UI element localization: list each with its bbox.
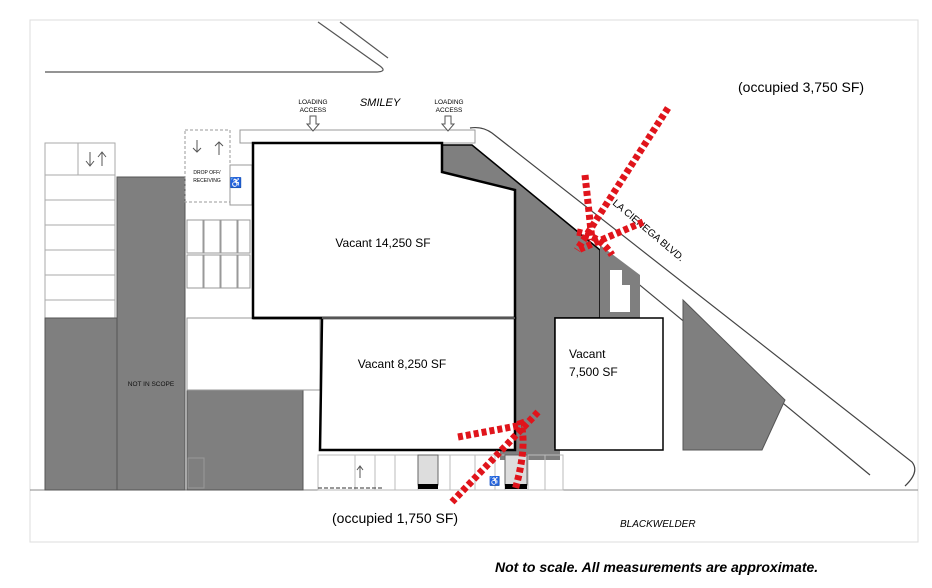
stall-bumper-1: [418, 484, 438, 489]
loading-right-2: ACCESS: [436, 107, 463, 114]
marker-top-2: [581, 174, 596, 241]
marker-top-3: [576, 218, 645, 254]
occupied-triangle: [682, 298, 786, 451]
loading-strip: [239, 129, 476, 144]
accessible-stall-icon: ♿: [489, 475, 500, 486]
marker-bottom-2: [457, 421, 523, 441]
not-in-scope-label: NOT IN SCOPE: [128, 381, 175, 388]
vacant-8250-label: Vacant 8,250 SF: [358, 357, 447, 371]
loading-arrow-icons: [305, 115, 456, 132]
top-road: [45, 21, 389, 73]
drop-off-label-2: RECEIVING: [193, 178, 221, 184]
loading-left-1: LOADING: [298, 99, 327, 106]
up-down-arrows-icon: [85, 151, 107, 167]
blackwelder-street-label: BLACKWELDER: [620, 519, 696, 530]
la-cienega-street-label: LA CIENEGA BLVD.: [610, 198, 686, 264]
stall-arrow-icon: [356, 465, 364, 478]
drop-off-label-1: DROP OFF/: [193, 170, 221, 176]
vacant-7500[interactable]: [554, 317, 664, 451]
hatched-stall-2: [504, 454, 528, 486]
occupied-top-label: (occupied 3,750 SF): [738, 79, 864, 95]
marker-bottom-1: [449, 409, 541, 505]
occupied-bottom-label: (occupied 1,750 SF): [332, 510, 458, 526]
left-parking: [44, 142, 116, 319]
smiley-street-label: SMILEY: [360, 97, 401, 109]
accessible-icon: ♿: [230, 176, 242, 189]
footnote: Not to scale. All measurements are appro…: [495, 559, 818, 575]
vacant-14250-label: Vacant 14,250 SF: [335, 236, 430, 250]
vacant-7500-label-2: 7,500 SF: [569, 365, 618, 379]
drawing-border: [29, 19, 919, 543]
loading-left-2: ACCESS: [300, 107, 327, 114]
loading-right-1: LOADING: [434, 99, 463, 106]
occupied-markers: [449, 106, 671, 505]
not-in-scope-blocks: [44, 176, 304, 491]
corner-notch: [610, 270, 630, 312]
vacant-7500-label-1: Vacant: [569, 347, 606, 361]
drop-off-arrows-icon: [192, 140, 224, 155]
marker-top-arc: [576, 228, 615, 257]
hatched-stall-1: [417, 454, 439, 486]
gate-icon: [187, 457, 205, 489]
